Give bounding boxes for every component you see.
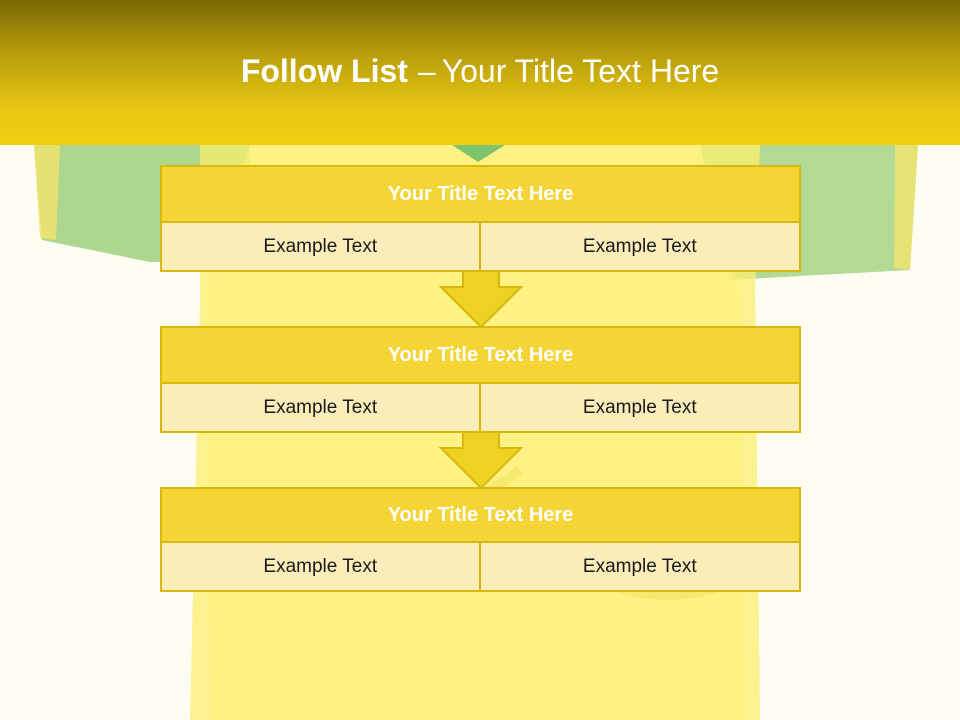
step-title: Your Title Text Here bbox=[160, 487, 801, 543]
down-arrow-icon bbox=[438, 271, 524, 329]
slide-title-bold: Follow List bbox=[240, 53, 408, 89]
step-cell-right: Example Text bbox=[480, 384, 801, 433]
slide-title: Follow List–Your Title Text Here bbox=[241, 53, 719, 90]
down-arrow-icon bbox=[438, 432, 524, 490]
step-cell-left: Example Text bbox=[160, 543, 481, 592]
slide-title-rest: Your Title Text Here bbox=[441, 53, 720, 89]
step-block-2: Your Title Text Here Example Text Exampl… bbox=[160, 326, 801, 433]
step-cell-left: Example Text bbox=[160, 384, 481, 433]
step-cell-right: Example Text bbox=[480, 543, 801, 592]
step-title: Your Title Text Here bbox=[160, 326, 801, 384]
step-cell-right: Example Text bbox=[480, 223, 801, 272]
slide-title-separator: – bbox=[417, 53, 436, 89]
step-block-3: Your Title Text Here Example Text Exampl… bbox=[160, 487, 801, 592]
step-block-1: Your Title Text Here Example Text Exampl… bbox=[160, 165, 801, 272]
step-cell-left: Example Text bbox=[160, 223, 481, 272]
step-title: Your Title Text Here bbox=[160, 165, 801, 223]
header-bar: Follow List–Your Title Text Here bbox=[0, 0, 960, 145]
